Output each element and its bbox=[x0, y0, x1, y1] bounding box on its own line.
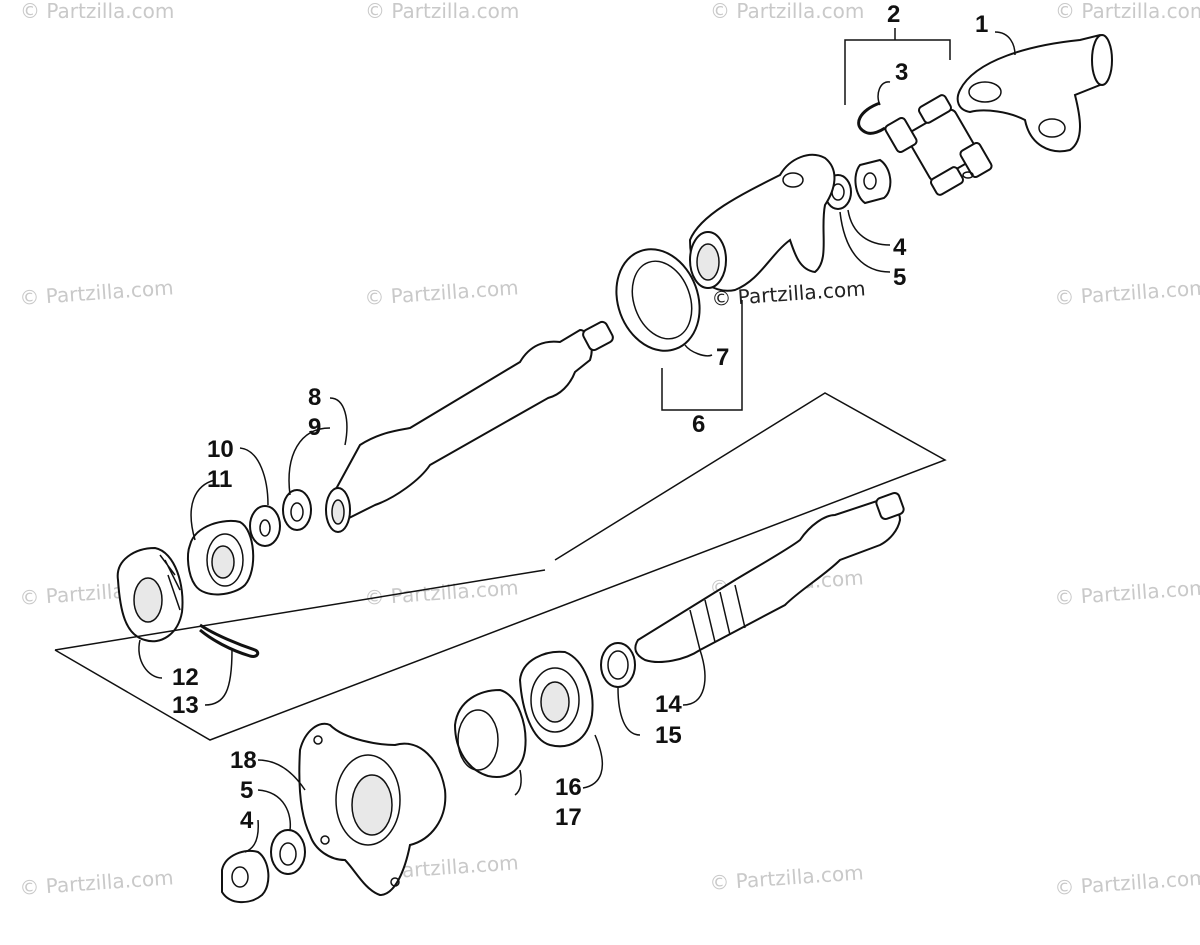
part-bearing-11 bbox=[186, 519, 255, 596]
leader-lines bbox=[138, 31, 1016, 853]
callout-13: 13 bbox=[172, 692, 199, 719]
watermark: © Partzilla.com bbox=[1054, 275, 1200, 310]
callout-9: 9 bbox=[308, 414, 321, 441]
callout-18: 18 bbox=[230, 747, 257, 774]
part-yoke-1 bbox=[956, 33, 1113, 153]
watermark: © Partzilla.com bbox=[364, 575, 520, 610]
callout-3: 3 bbox=[895, 59, 908, 86]
watermark: © Partzilla.com bbox=[710, 0, 864, 23]
callout-7: 7 bbox=[716, 344, 729, 371]
callout-16: 16 bbox=[555, 774, 582, 801]
part-washers-9-10 bbox=[249, 489, 312, 547]
part-seal-7 bbox=[615, 248, 701, 352]
part-clip-13 bbox=[199, 623, 260, 658]
callout-labels: 1 2 3 4 5 6 7 8 9 10 11 12 13 14 15 16 1… bbox=[172, 1, 988, 834]
callout-1: 1 bbox=[975, 11, 988, 38]
callout-14: 14 bbox=[655, 691, 682, 718]
callout-4: 4 bbox=[893, 234, 907, 261]
part-nut-washer-lower bbox=[221, 829, 306, 904]
group-line-upper-right bbox=[54, 392, 947, 741]
watermark: © Partzilla.com bbox=[1055, 0, 1200, 23]
callout-11: 11 bbox=[207, 466, 232, 493]
part-bearing-16 bbox=[518, 650, 594, 748]
part-snap-ring-3 bbox=[857, 101, 886, 135]
callout-6: 6 bbox=[692, 411, 705, 438]
part-yoke-assembly-6 bbox=[688, 153, 836, 292]
watermark: © Partzilla.com bbox=[19, 275, 175, 310]
watermark: © Partzilla.com bbox=[19, 865, 175, 900]
callout-10: 10 bbox=[207, 436, 234, 463]
group-line-upper bbox=[54, 569, 546, 651]
callout-5-lower: 5 bbox=[240, 777, 253, 804]
watermarks: © Partzilla.com © Partzilla.com © Partzi… bbox=[19, 0, 1200, 900]
callout-5: 5 bbox=[893, 264, 906, 291]
part-shaft-upper bbox=[325, 320, 614, 533]
callout-8: 8 bbox=[308, 384, 321, 411]
watermark: © Partzilla.com bbox=[20, 0, 174, 23]
watermark: © Partzilla.com bbox=[1054, 865, 1200, 900]
part-seal-17 bbox=[453, 688, 527, 778]
callout-4-lower: 4 bbox=[240, 807, 254, 834]
part-housing-18 bbox=[298, 722, 447, 897]
part-washer-15 bbox=[600, 642, 636, 688]
callout-15: 15 bbox=[655, 722, 682, 749]
part-shaft-lower-14 bbox=[634, 491, 905, 663]
bracket-6 bbox=[661, 300, 743, 411]
callout-2: 2 bbox=[887, 1, 900, 28]
watermark: © Partzilla.com bbox=[365, 0, 519, 23]
watermark: © Partzilla.com bbox=[709, 860, 865, 895]
watermark: © Partzilla.com bbox=[364, 275, 520, 310]
part-cross-2 bbox=[884, 94, 993, 196]
bracket-2 bbox=[844, 39, 951, 105]
callout-12: 12 bbox=[172, 664, 199, 691]
watermark: © Partzilla.com bbox=[1054, 575, 1200, 610]
part-hub-12 bbox=[116, 546, 184, 643]
callout-17: 17 bbox=[555, 804, 582, 831]
